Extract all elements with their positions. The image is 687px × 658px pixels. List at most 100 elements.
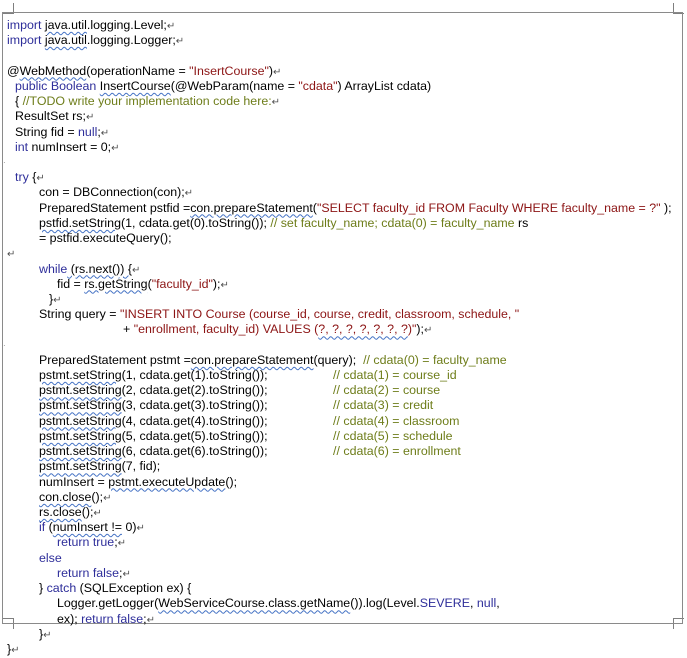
code-token: // cdata(2) = course <box>333 383 441 398</box>
code-token: // cdata(4) = classroom <box>333 413 460 428</box>
code-token: "faculty_id" <box>151 276 213 291</box>
code-token: java.util <box>44 33 87 48</box>
code-token: (); <box>225 474 238 489</box>
code-token: String fid = <box>15 124 79 139</box>
code-token: con = DBConnection(con); <box>39 185 185 200</box>
code-token: pstmt.setString <box>39 413 122 428</box>
code-token: numInsert != <box>52 520 122 535</box>
paragraph-mark-icon: ↵ <box>184 188 194 200</box>
code-text-box[interactable]: import java.util.logging.Level;↵import j… <box>2 12 683 656</box>
code-line: pstmt.setString(1, cdata.get(1).toString… <box>7 368 672 383</box>
code-line: pstmt.setString(4, cdata.get(4).toString… <box>7 414 672 429</box>
code-line: @WebMethod(operationName = "InsertCourse… <box>7 64 672 79</box>
code-line: · <box>3 155 672 170</box>
code-line: } catch (SQLException ex) { <box>7 581 672 596</box>
paragraph-mark-icon: ↵ <box>175 36 185 48</box>
code-token: pstmt.setString <box>39 398 122 413</box>
document-page: import java.util.logging.Level;↵import j… <box>2 3 684 656</box>
code-token: (3, cdata.get(3).toString()); <box>121 398 334 413</box>
code-token: ) ArrayList cdata) <box>337 78 432 93</box>
code-token: (@WebParam(name = <box>170 78 299 93</box>
code-token: String query = <box>39 307 120 322</box>
code-listing: import java.util.logging.Level;↵import j… <box>3 18 672 657</box>
corner-crop-mark <box>3 3 14 14</box>
paragraph-mark-icon: ↵ <box>11 644 20 656</box>
paragraph-mark-icon: ↵ <box>117 538 127 550</box>
code-token: } <box>49 291 54 306</box>
code-line: = pstfid.executeQuery(); <box>7 231 672 246</box>
code-token: ?, ?, ?, ?, ?, ?, ? <box>318 322 408 337</box>
code-token: // cdata(5) = schedule <box>333 428 453 443</box>
code-line: fid = rs.getString("faculty_id");↵ <box>7 277 672 292</box>
code-token: } <box>39 581 47 596</box>
code-token: ; <box>119 565 123 580</box>
code-line: { //TODO write your implementation code … <box>7 94 672 109</box>
code-token: ex); <box>57 611 82 626</box>
code-line: con = DBConnection(con);↵ <box>7 185 672 200</box>
paragraph-mark-icon: ↵ <box>93 508 102 519</box>
code-line: pstmt.setString(7, fid); <box>7 459 672 474</box>
paragraph-mark-icon: ↵ <box>166 21 176 32</box>
code-token: (7, fid); <box>121 459 161 474</box>
paragraph-mark-icon: ↵ <box>122 568 131 580</box>
code-token: (4, cdata.get(4).toString()); <box>121 413 334 428</box>
code-token: (operationName = <box>86 63 190 78</box>
code-token: return <box>57 535 90 550</box>
code-line: + "enrollment, faculty_id) VALUES (?, ?,… <box>7 322 672 337</box>
code-line: con.close();↵ <box>7 490 672 505</box>
code-token: con.prepareStatement <box>190 352 314 367</box>
code-token: numInsert = 0; <box>28 139 112 154</box>
code-token: return <box>57 565 90 580</box>
code-token: "enrollment, faculty_id) VALUES ( <box>133 322 319 337</box>
code-token: "INSERT INTO Course (course_id, course, … <box>119 307 520 322</box>
code-line: pstfid.setString(1, cdata.get(0).toStrin… <box>7 216 672 231</box>
code-token: WebMethod <box>19 63 87 78</box>
code-token: @ <box>7 63 20 78</box>
code-token: ; <box>114 535 118 550</box>
code-token: "SELECT faculty_id FROM Faculty WHERE fa… <box>316 200 661 215</box>
code-token: ); <box>212 276 221 291</box>
code-token: (); <box>91 489 104 504</box>
code-line: pstmt.setString(5, cdata.get(5).toString… <box>7 429 672 444</box>
code-token: (); <box>81 505 94 519</box>
code-token: // set faculty_name; cdata(0) = faculty_… <box>270 215 515 230</box>
code-line: import java.util.logging.Logger;↵ <box>7 33 672 48</box>
code-token: , <box>496 596 500 611</box>
code-token: if <box>39 520 46 535</box>
paragraph-mark-icon: ↵ <box>43 629 52 641</box>
paragraph-mark-icon: ↵ <box>423 325 433 337</box>
code-token: ( <box>312 200 317 215</box>
code-line: pstmt.setString(3, cdata.get(3).toString… <box>7 398 672 413</box>
paragraph-mark-icon: ↵ <box>131 264 141 276</box>
code-token: (1, cdata.get(0).toString()); <box>120 215 271 230</box>
code-line: return false;↵ <box>7 566 672 581</box>
code-token: PreparedStatement pstfid = <box>39 200 191 215</box>
code-token: ()).log(Level. <box>350 596 420 611</box>
code-token: int <box>15 139 29 154</box>
code-line: while (rs.next()) {↵ <box>7 262 672 277</box>
code-line <box>7 48 672 63</box>
code-line: pstmt.setString(2, cdata.get(2).toString… <box>7 383 672 398</box>
code-token: null <box>476 596 497 611</box>
code-token: )" <box>407 322 417 337</box>
code-token: // cdata(6) = enrollment <box>333 444 461 459</box>
paragraph-mark-icon: ↵ <box>7 249 16 261</box>
code-token: SEVERE <box>419 596 471 611</box>
code-line: ResultSet rs;↵ <box>7 109 672 124</box>
code-token: java.util <box>44 18 87 32</box>
code-token: ( <box>45 520 53 535</box>
code-token: { <box>15 94 23 109</box>
code-token: con.prepareStatement <box>190 200 313 215</box>
code-token: , <box>470 596 477 611</box>
paragraph-mark-icon: ↵ <box>111 142 120 154</box>
code-token: .logging.Level; <box>86 18 167 32</box>
code-line: int numInsert = 0;↵ <box>7 140 672 155</box>
code-token: InsertCourse <box>99 78 171 93</box>
code-token: rs <box>514 215 529 230</box>
code-token: false <box>92 565 120 580</box>
code-token: else <box>39 550 62 565</box>
corner-crop-mark <box>673 3 684 14</box>
code-token: rs.close <box>39 505 82 519</box>
code-token: pstfid.setString <box>39 215 121 230</box>
code-token: ) <box>268 63 274 78</box>
